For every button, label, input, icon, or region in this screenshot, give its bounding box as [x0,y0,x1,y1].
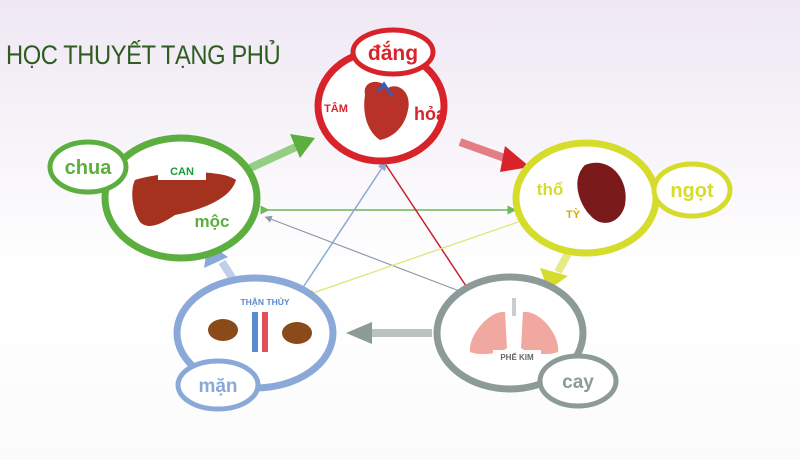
taste-label-metal: cay [562,372,594,393]
taste-label-water: mặn [198,376,237,397]
organ-label-fire: TÂM [324,102,348,115]
spleen-icon [577,162,626,223]
liver-icon [132,172,236,226]
element-label-fire: hỏa [414,104,447,124]
element-label-earth: thổ [537,180,563,199]
line-earth-water [306,221,519,297]
line-water-fire [299,161,387,293]
organ-label-earth: TỲ [566,208,581,221]
arrow-wood-fire [248,134,315,172]
node-fire: đắng TÂM hỏa [314,27,448,165]
taste-label-wood: chua [65,157,113,179]
node-metal: PHẾ KIM cay [433,273,619,409]
taste-label-fire: đắng [368,41,418,65]
kidneys-icon [208,312,312,352]
heart-icon [364,81,409,140]
lungs-icon [469,298,559,355]
organ-label-wood: CAN [170,166,194,178]
line-fire-metal [385,164,473,296]
line-metal-wood [264,215,463,293]
node-wood: chua CAN mộc [47,134,261,262]
slide-title: HỌC THUYẾT TẠNG PHỦ [6,40,281,70]
node-earth: ngọt thổ TỲ [512,139,733,257]
node-water: THẬN THỦY mặn [173,274,337,412]
organ-element-label-water: THẬN THỦY [240,296,289,307]
element-label-wood: mộc [195,212,230,231]
organ-element-label-metal: PHẾ KIM [500,352,534,362]
arrow-fire-earth [458,138,530,172]
taste-label-earth: ngọt [670,180,714,202]
arrow-metal-water [346,322,432,344]
